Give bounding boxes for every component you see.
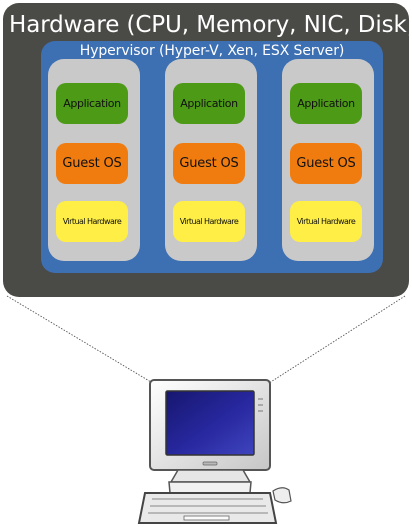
right-connector-line <box>265 295 406 386</box>
computer-base <box>168 481 252 494</box>
monitor-stand <box>169 469 252 483</box>
hypervisor-title: Hypervisor (Hyper-V, Xen, ESX Server) <box>79 43 345 59</box>
keyboard-key-rows <box>148 498 268 514</box>
monitor-logo <box>202 461 218 466</box>
guest-os-layer-2: Guest OS <box>173 143 245 184</box>
monitor-screen <box>165 390 255 456</box>
hardware-title: Hardware (CPU, Memory, NIC, Disk) <box>9 12 412 38</box>
application-layer-1: Application <box>56 83 128 124</box>
virtual-hardware-layer-2: Virtual Hardware <box>173 201 245 242</box>
virtual-hardware-layer-1: Virtual Hardware <box>56 201 128 242</box>
application-layer-3: Application <box>290 83 362 124</box>
guest-os-layer-1: Guest OS <box>56 143 128 184</box>
hardware-layer: Hardware (CPU, Memory, NIC, Disk) Hyperv… <box>3 3 412 297</box>
computer-monitor-keyboard-icon <box>137 379 292 524</box>
virtual-machine-1: Application Guest OS Virtual Hardware <box>48 59 140 261</box>
spacebar <box>183 515 230 521</box>
virtual-hardware-layer-3: Virtual Hardware <box>290 201 362 242</box>
left-connector-line <box>6 295 157 386</box>
mouse <box>272 487 292 504</box>
virtual-machine-2: Application Guest OS Virtual Hardware <box>165 59 257 261</box>
virtual-machine-3: Application Guest OS Virtual Hardware <box>282 59 374 261</box>
application-layer-2: Application <box>173 83 245 124</box>
guest-os-layer-3: Guest OS <box>290 143 362 184</box>
keyboard <box>137 492 278 524</box>
